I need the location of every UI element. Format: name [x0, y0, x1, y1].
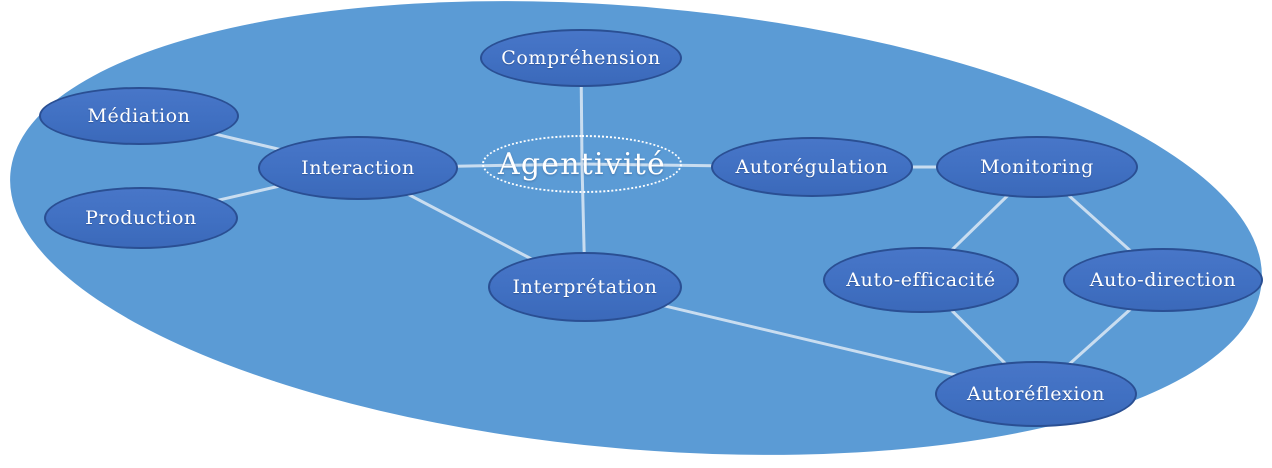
node-autoreflexion: Autoréflexion	[935, 361, 1137, 427]
node-label-comprehension: Compréhension	[501, 47, 661, 69]
node-label-interaction: Interaction	[301, 157, 415, 179]
node-label-agentivite: Agentivité	[498, 146, 666, 182]
node-monitoring: Monitoring	[936, 136, 1138, 198]
node-auto_efficacite: Auto-efficacité	[823, 247, 1019, 313]
node-interpretation: Interprétation	[488, 252, 682, 322]
node-label-auto_direction: Auto-direction	[1089, 269, 1237, 291]
node-label-interpretation: Interprétation	[512, 276, 658, 298]
node-label-autoreflexion: Autoréflexion	[967, 383, 1105, 405]
node-production: Production	[44, 187, 238, 249]
node-autoregulation: Autorégulation	[711, 137, 913, 197]
node-auto_direction: Auto-direction	[1063, 248, 1263, 312]
node-label-autoregulation: Autorégulation	[735, 156, 889, 178]
node-label-production: Production	[85, 207, 197, 229]
node-label-monitoring: Monitoring	[980, 156, 1094, 178]
node-mediation: Médiation	[39, 87, 239, 145]
node-comprehension: Compréhension	[480, 29, 682, 87]
node-label-auto_efficacite: Auto-efficacité	[846, 269, 996, 291]
node-interaction: Interaction	[258, 136, 458, 200]
node-agentivite: Agentivité	[482, 135, 682, 193]
node-label-mediation: Médiation	[87, 105, 191, 127]
